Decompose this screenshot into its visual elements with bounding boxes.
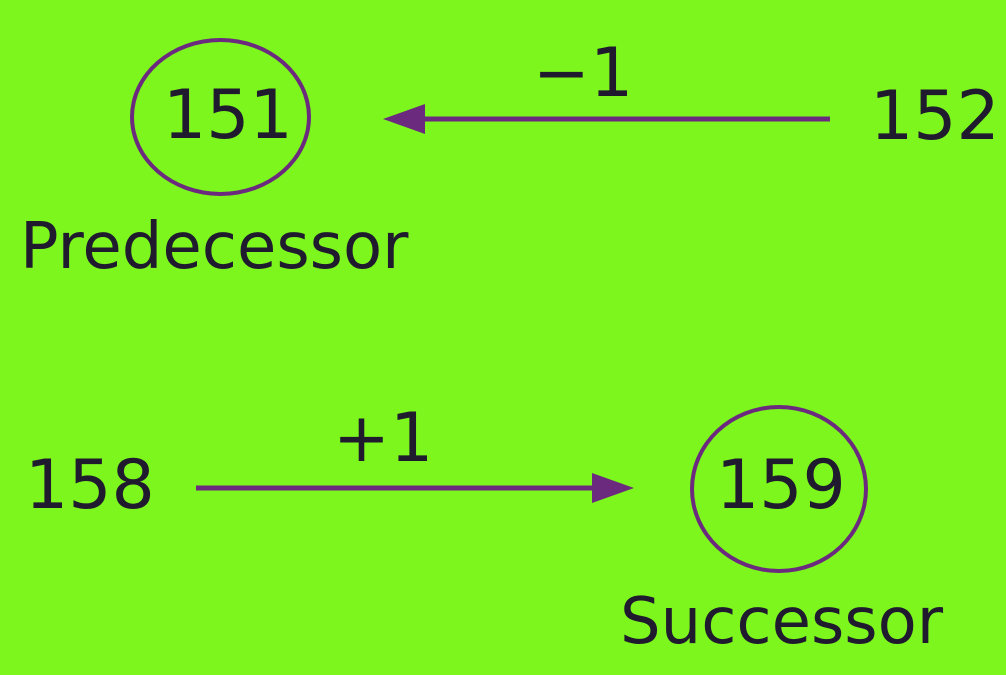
successor-label: Successor (620, 585, 944, 659)
successor-source: 158 (25, 446, 155, 525)
arrow-left-icon (383, 104, 830, 134)
predecessor-source: 152 (870, 77, 1000, 156)
predecessor-value: 151 (163, 76, 293, 155)
predecessor-circle (130, 38, 311, 196)
successor-op: +1 (333, 399, 434, 478)
arrow-right-icon (196, 473, 634, 503)
predecessor-label: Predecessor (20, 210, 409, 284)
predecessor-op: −1 (533, 34, 634, 113)
successor-value: 159 (716, 446, 846, 525)
successor-circle (690, 405, 868, 573)
